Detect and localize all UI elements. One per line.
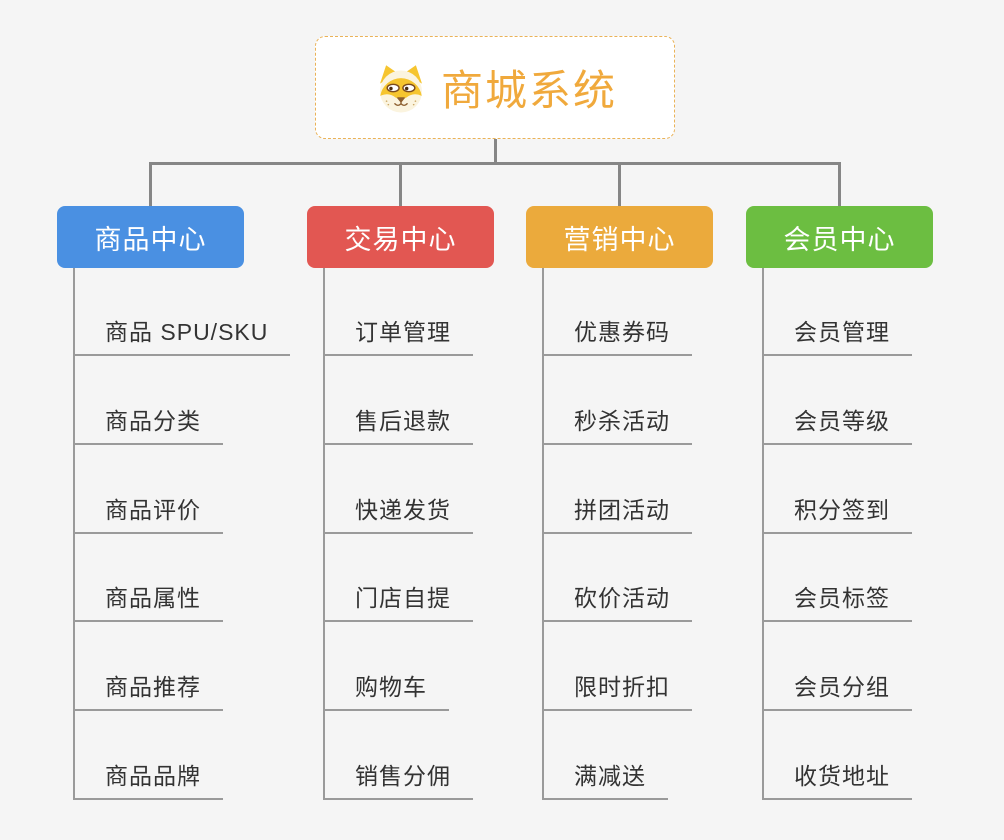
- child-item[interactable]: 积分签到: [762, 491, 912, 534]
- child-item[interactable]: 商品品牌: [73, 757, 223, 800]
- branch-node-3[interactable]: 营销中心: [526, 206, 713, 268]
- trunk-line: [542, 268, 544, 800]
- child-item[interactable]: 售后退款: [323, 402, 473, 445]
- child-item[interactable]: 商品推荐: [73, 668, 223, 712]
- trunk-line: [73, 268, 75, 800]
- child-item[interactable]: 限时折扣: [542, 668, 692, 712]
- child-item[interactable]: 购物车: [323, 668, 449, 712]
- child-item[interactable]: 砍价活动: [542, 579, 692, 623]
- shiba-dog-icon: [373, 62, 429, 114]
- child-item[interactable]: 商品 SPU/SKU: [73, 313, 291, 356]
- child-item[interactable]: 订单管理: [323, 313, 473, 356]
- child-item[interactable]: 商品属性: [73, 579, 223, 623]
- branch-stem-line: [149, 162, 152, 206]
- trunk-line: [323, 268, 325, 800]
- branch-rail-line: [149, 162, 841, 165]
- branch-stem-line: [618, 162, 621, 206]
- child-item[interactable]: 商品评价: [73, 491, 223, 534]
- root-title: 商城系统: [440, 67, 617, 114]
- child-item[interactable]: 满减送: [542, 757, 668, 800]
- child-item[interactable]: 会员等级: [762, 402, 912, 445]
- child-item[interactable]: 会员分组: [762, 668, 912, 712]
- child-item[interactable]: 快递发货: [323, 491, 473, 534]
- child-item[interactable]: 收货地址: [762, 757, 912, 800]
- branch-stem-line: [399, 162, 402, 206]
- branch-node-1[interactable]: 商品中心: [57, 206, 244, 268]
- child-item[interactable]: 拼团活动: [542, 491, 692, 534]
- child-item[interactable]: 商品分类: [73, 402, 223, 445]
- branch-node-4[interactable]: 会员中心: [746, 206, 933, 268]
- child-item[interactable]: 秒杀活动: [542, 402, 692, 445]
- child-item[interactable]: 门店自提: [323, 579, 473, 623]
- child-item[interactable]: 优惠券码: [542, 313, 692, 356]
- root-node[interactable]: 商城系统: [315, 36, 675, 139]
- branch-stem-line: [838, 162, 841, 206]
- child-item[interactable]: 会员管理: [762, 313, 912, 356]
- child-item[interactable]: 会员标签: [762, 579, 912, 623]
- branch-node-2[interactable]: 交易中心: [307, 206, 494, 268]
- child-item[interactable]: 销售分佣: [323, 757, 473, 800]
- trunk-line: [762, 268, 764, 800]
- root-stem-line: [493, 139, 497, 165]
